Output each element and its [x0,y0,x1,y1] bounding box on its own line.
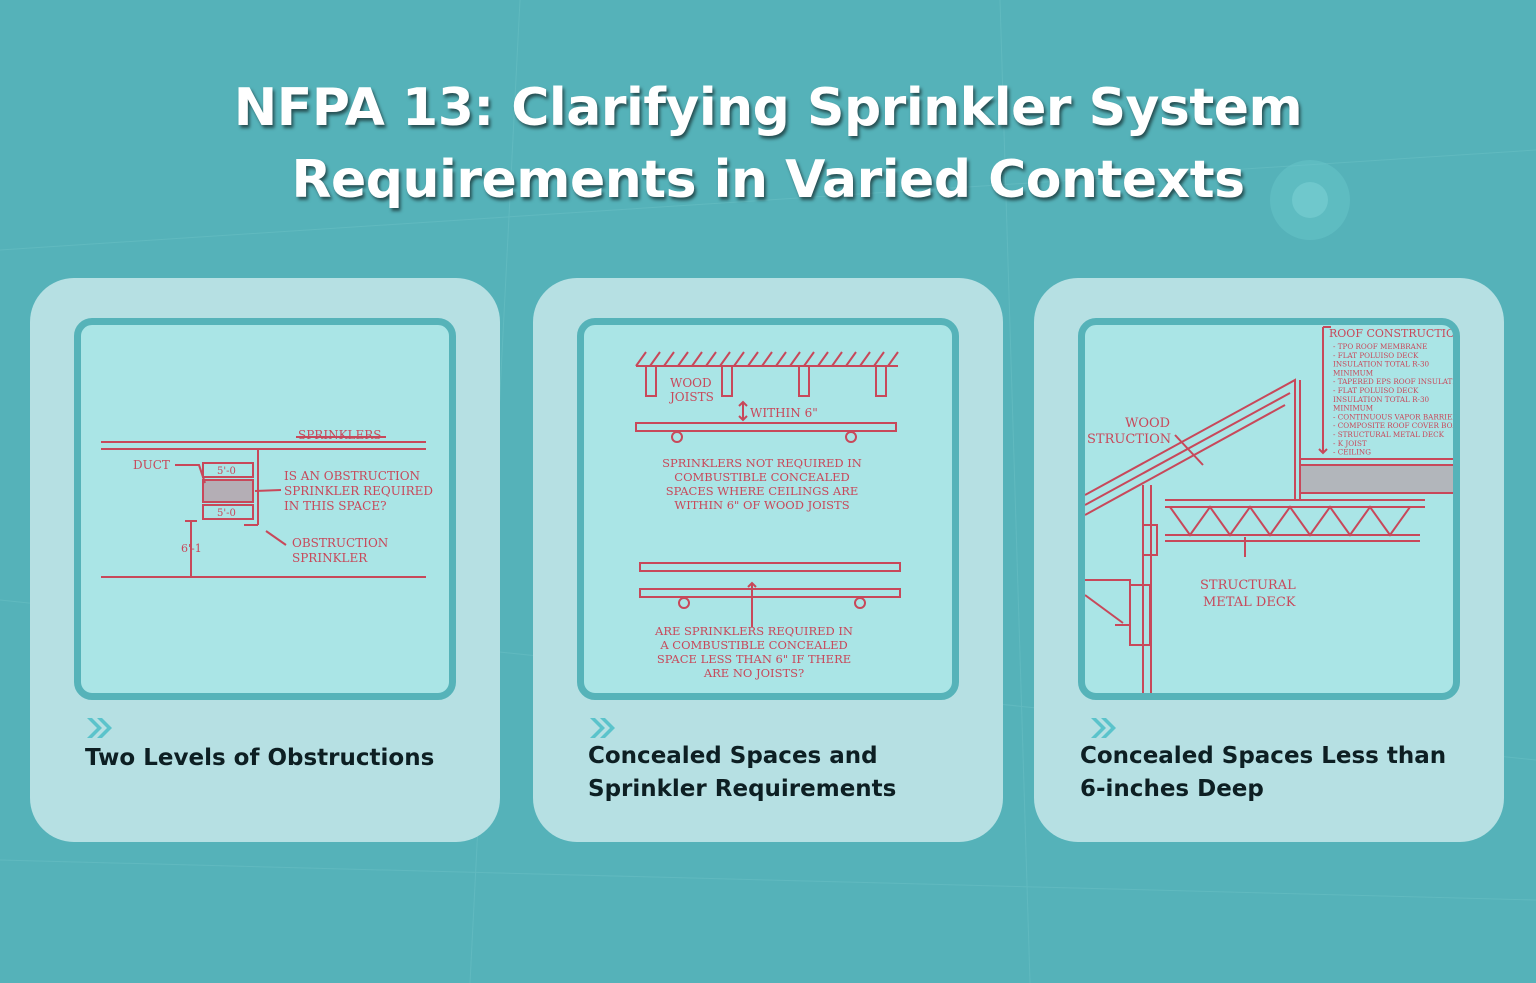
page-title: NFPA 13: Clarifying Sprinkler System Req… [0,72,1536,216]
roof-item-8: - CONTINUOUS VAPOR BARRIER [1333,412,1453,421]
label-obstruction-2: SPRINKLER [292,551,368,565]
roof-item-2: INSULATION TOTAL R-30 [1333,360,1430,369]
label-metal-deck: METAL DECK [1203,595,1296,610]
label-question-3: IN THIS SPACE? [284,499,387,513]
roof-item-1: - FLAT POLUISO DECK [1333,351,1419,360]
label-statement-3: SPACES WHERE CEILINGS ARE [666,484,859,498]
label-question-3: SPACE LESS THAN 6" IF THERE [657,652,851,666]
roof-item-7: MINIMUM [1333,404,1373,413]
card-title: Concealed Spaces and Sprinkler Requireme… [588,740,968,806]
label-duct: DUCT [133,458,170,472]
label-wood: WOOD [670,376,712,390]
card-title-line-2: 6-inches Deep [1080,776,1264,802]
roof-item-4: - TAPERED EPS ROOF INSULATION [1333,377,1453,386]
label-within-6: WITHIN 6" [750,406,818,420]
page-title-line-1: NFPA 13: Clarifying Sprinkler System [233,78,1303,138]
drawing-frame: SPRINKLERS DUCT 5'-0 5'-0 IS AN OBSTRUCT… [74,318,456,700]
roof-item-5: - FLAT POLUISO DECK [1333,386,1419,395]
card-two-levels-of-obstructions[interactable]: SPRINKLERS DUCT 5'-0 5'-0 IS AN OBSTRUCT… [30,278,500,842]
roof-item-9: - COMPOSITE ROOF COVER BOARD [1333,421,1453,430]
card-title: Concealed Spaces Less than 6-inches Deep [1080,740,1460,806]
label-question-2: SPRINKLER REQUIRED [284,484,433,498]
label-dim-top: 5'-0 [217,466,236,477]
label-dim-bottom: 5'-0 [217,508,236,519]
joist-drawing: WOOD JOISTS WITHIN 6" SPRINKLERS NOT REQ… [635,351,901,680]
roof-item-11: - K JOIST [1333,439,1367,448]
card-title-line-1: Concealed Spaces and [588,743,878,769]
label-question-1: ARE SPRINKLERS REQUIRED IN [654,624,853,638]
label-wood: WOOD [1125,416,1170,431]
double-chevron-icon [1091,718,1116,738]
roof-section-drawing: ROOF CONSTRUCTION: - TPO ROOF MEMBRANE- … [1085,326,1453,693]
obstruction-drawing: SPRINKLERS DUCT 5'-0 5'-0 IS AN OBSTRUCT… [101,428,433,578]
label-sprinklers: SPRINKLERS [298,428,382,442]
roof-item-10: - STRUCTURAL METAL DECK [1333,430,1445,439]
roof-item-12: - CEILING [1333,448,1371,457]
roof-item-0: - TPO ROOF MEMBRANE [1333,342,1427,351]
label-obstruction-1: OBSTRUCTION [292,536,388,550]
page-title-line-2: Requirements in Varied Contexts [291,150,1245,210]
label-question-4: ARE NO JOISTS? [703,666,804,680]
roof-item-6: INSULATION TOTAL R-30 [1333,395,1430,404]
label-height: 6'-1 [181,542,202,555]
label-statement-2: COMBUSTIBLE CONCEALED [674,470,849,484]
label-statement-4: WITHIN 6" OF WOOD JOISTS [674,498,849,512]
label-struction: STRUCTION [1087,432,1171,447]
card-title-line-2: Sprinkler Requirements [588,776,897,802]
card-concealed-spaces[interactable]: WOOD JOISTS WITHIN 6" SPRINKLERS NOT REQ… [533,278,1003,842]
card-title-line-1: Concealed Spaces Less than [1080,743,1447,769]
double-chevron-icon [87,718,112,738]
card-title-line-1: Two Levels of Obstructions [85,745,435,771]
label-roof-title: ROOF CONSTRUCTION: [1329,327,1453,340]
label-joists: JOISTS [668,390,714,404]
label-structural: STRUCTURAL [1200,578,1296,593]
label-question-1: IS AN OBSTRUCTION [284,469,420,483]
card-title: Two Levels of Obstructions [85,742,465,775]
label-statement-1: SPRINKLERS NOT REQUIRED IN [662,456,862,470]
roof-item-3: MINIMUM [1333,368,1373,377]
drawing-frame: WOOD JOISTS WITHIN 6" SPRINKLERS NOT REQ… [577,318,959,700]
label-question-2: A COMBUSTIBLE CONCEALED [659,638,847,652]
card-concealed-spaces-less-than-6-inches[interactable]: ROOF CONSTRUCTION: - TPO ROOF MEMBRANE- … [1034,278,1504,842]
roof-item-list: - TPO ROOF MEMBRANE- FLAT POLUISO DECKIN… [1333,342,1453,457]
double-chevron-icon [590,718,615,738]
drawing-frame: ROOF CONSTRUCTION: - TPO ROOF MEMBRANE- … [1078,318,1460,700]
